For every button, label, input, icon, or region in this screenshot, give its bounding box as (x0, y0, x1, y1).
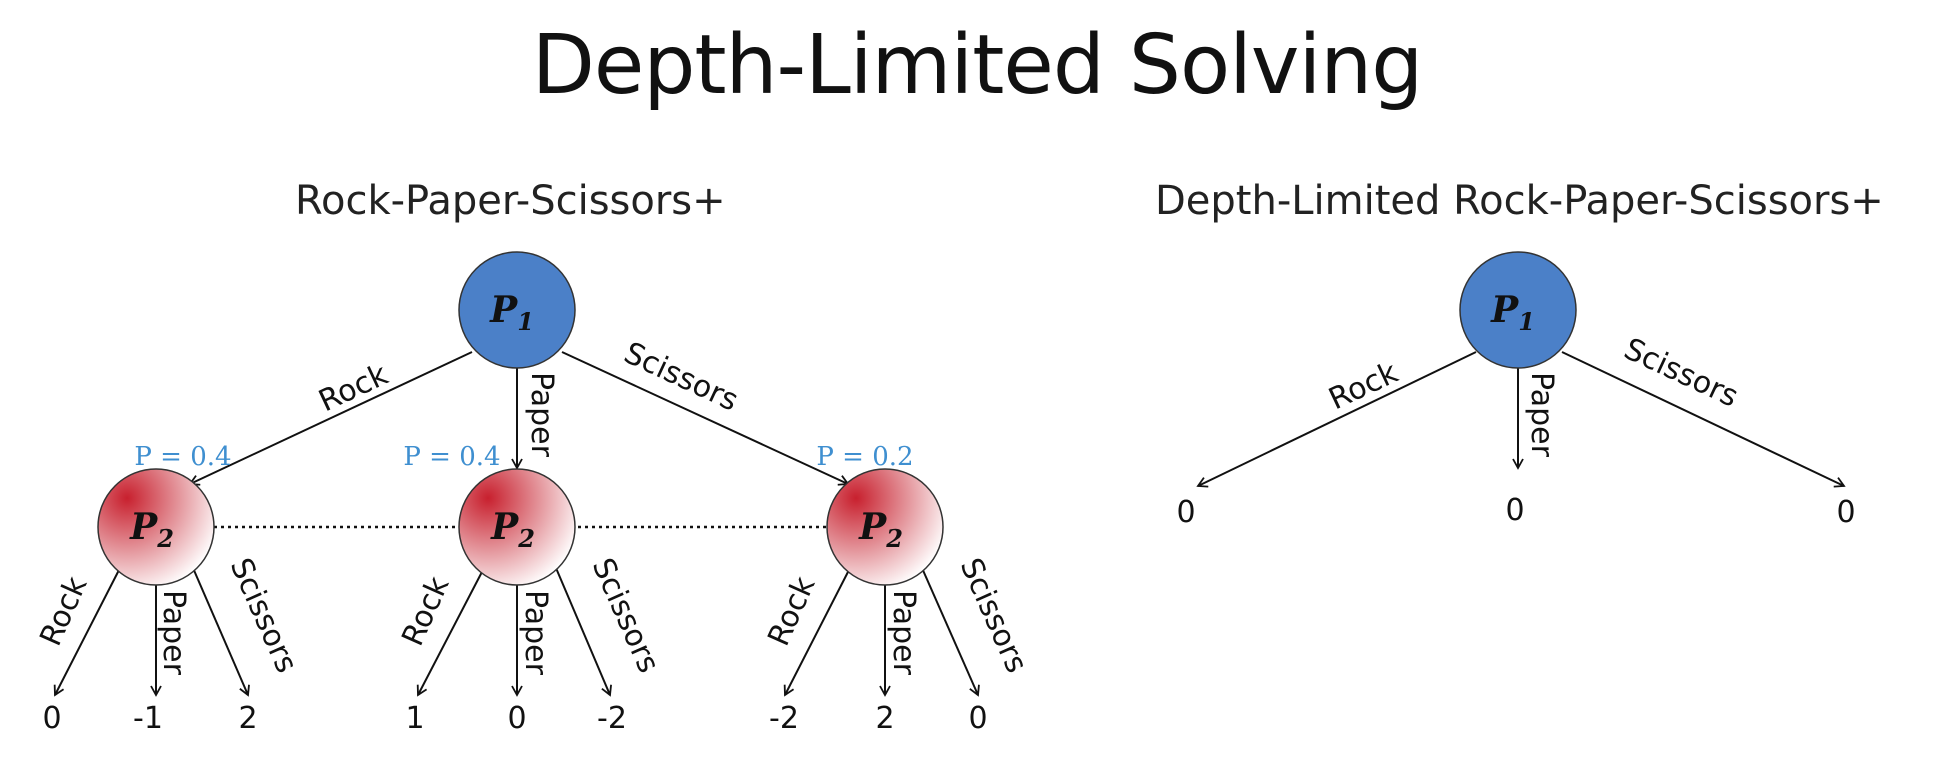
edge-label-c3-paper: Paper (886, 590, 921, 676)
edge-label-c3-scissors: Scissors (953, 553, 1034, 678)
payoff-c3-scissors: 0 (968, 701, 987, 736)
payoff-c2-rock: 1 (405, 701, 424, 736)
payoff-c3-rock: -2 (769, 701, 799, 736)
svg-text:P2: P2 (129, 506, 174, 553)
edge-label-c1-paper: Paper (156, 590, 191, 676)
edge-c1-scissors (192, 567, 250, 697)
edge-root-rock (188, 351, 473, 486)
edge-label-rock: Rock (314, 357, 394, 419)
right-root-node-p1: P1 (1459, 251, 1577, 369)
prob-label-2: P = 0.4 (403, 442, 500, 472)
p2-node-2: P2 (458, 468, 576, 586)
svg-text:P1: P1 (489, 289, 534, 336)
edge-label-paper: Paper (524, 372, 559, 458)
svg-text:P1: P1 (1490, 289, 1535, 336)
svg-text:P2: P2 (490, 506, 535, 553)
edge-root-scissors (561, 351, 850, 486)
right-payoff-scissors: 0 (1836, 495, 1855, 530)
edge-label-c2-paper: Paper (518, 590, 553, 676)
right-edge-scissors (1561, 351, 1846, 488)
right-tree-subtitle: Depth-Limited Rock-Paper-Scissors+ (1155, 178, 1884, 224)
page-title: Depth-Limited Solving (531, 18, 1424, 113)
left-tree-subtitle: Rock-Paper-Scissors+ (295, 178, 726, 224)
payoff-c1-paper: -1 (133, 701, 163, 736)
right-payoff-paper: 0 (1505, 493, 1524, 528)
payoff-c2-paper: 0 (507, 701, 526, 736)
root-node-p1: P1 (458, 251, 576, 369)
payoff-c1-scissors: 2 (238, 701, 257, 736)
edge-c2-scissors (555, 567, 612, 697)
right-edge-label-scissors: Scissors (1619, 332, 1744, 415)
right-edge-label-paper: Paper (1524, 372, 1559, 458)
svg-text:P2: P2 (858, 506, 903, 553)
right-payoff-rock: 0 (1176, 495, 1195, 530)
prob-label-3: P = 0.2 (816, 442, 913, 472)
edge-label-c2-scissors: Scissors (585, 553, 666, 678)
payoff-c1-rock: 0 (42, 701, 61, 736)
payoff-c3-paper: 2 (875, 701, 894, 736)
payoff-c2-scissors: -2 (597, 701, 627, 736)
edge-c3-rock (783, 567, 851, 697)
edge-label-c1-scissors: Scissors (223, 553, 304, 678)
p2-node-3: P2 (826, 468, 944, 586)
edge-c1-rock (53, 567, 121, 697)
right-edge-label-rock: Rock (1324, 355, 1404, 417)
right-edge-rock (1196, 351, 1477, 488)
edge-label-c1-rock: Rock (33, 571, 94, 651)
edge-c2-rock (416, 567, 485, 697)
edge-c3-scissors (921, 567, 980, 697)
p2-node-1: P2 (97, 468, 215, 586)
prob-label-1: P = 0.4 (134, 442, 231, 472)
